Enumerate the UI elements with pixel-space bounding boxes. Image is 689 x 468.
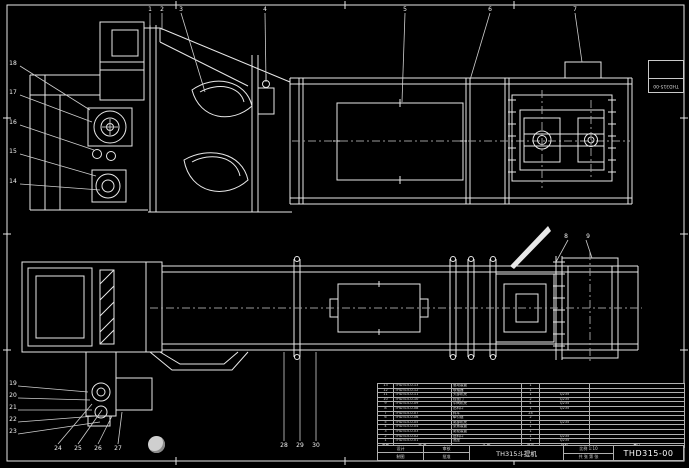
scale-label: 比例 (579, 446, 588, 452)
approve-label: 批准 (424, 453, 470, 460)
title-block-signatures: 设计 审核 制图 批准 (378, 446, 470, 460)
plan-view (21, 252, 642, 427)
check-label: 审核 (424, 446, 470, 453)
bom-row: 10 THD315-0-10 检视门 2 Q235 (377, 396, 685, 403)
parts-list-table: 13 THD315-0-13 驱动装置 1 12 THD315-0-12 联轴器… (377, 383, 685, 449)
drawing-number: THD315-00 (623, 448, 674, 458)
ink-stamp (148, 436, 165, 453)
elevation-view (29, 21, 633, 213)
scale-cell: 比例 1:10 (564, 446, 614, 454)
section-arrow (510, 226, 551, 269)
bom-table: 13 THD315-0-13 驱动装置 1 12 THD315-0-12 联轴器… (377, 383, 685, 449)
design-label: 设计 (378, 446, 424, 453)
drawing-title: TH315斗提机 (470, 446, 564, 460)
title-block: 设计 审核 制图 批准 TH315斗提机 比例 1:10 共 张 第 张 THD… (377, 445, 684, 461)
corner-box-blank (649, 61, 683, 79)
drawing-frame (3, 1, 688, 465)
bom-rows: 13 THD315-0-13 驱动装置 1 12 THD315-0-12 联轴器… (377, 383, 685, 444)
title-block-scale: 比例 1:10 共 张 第 张 (564, 446, 614, 460)
corner-drawing-number: THD315-00 (653, 83, 679, 88)
scale-value: 1:10 (588, 446, 598, 452)
sheet-cell: 共 张 第 张 (564, 453, 614, 460)
draft-label: 制图 (378, 453, 424, 460)
corner-code-box: THD315-00 (648, 60, 684, 93)
leader-lines (17, 12, 593, 445)
